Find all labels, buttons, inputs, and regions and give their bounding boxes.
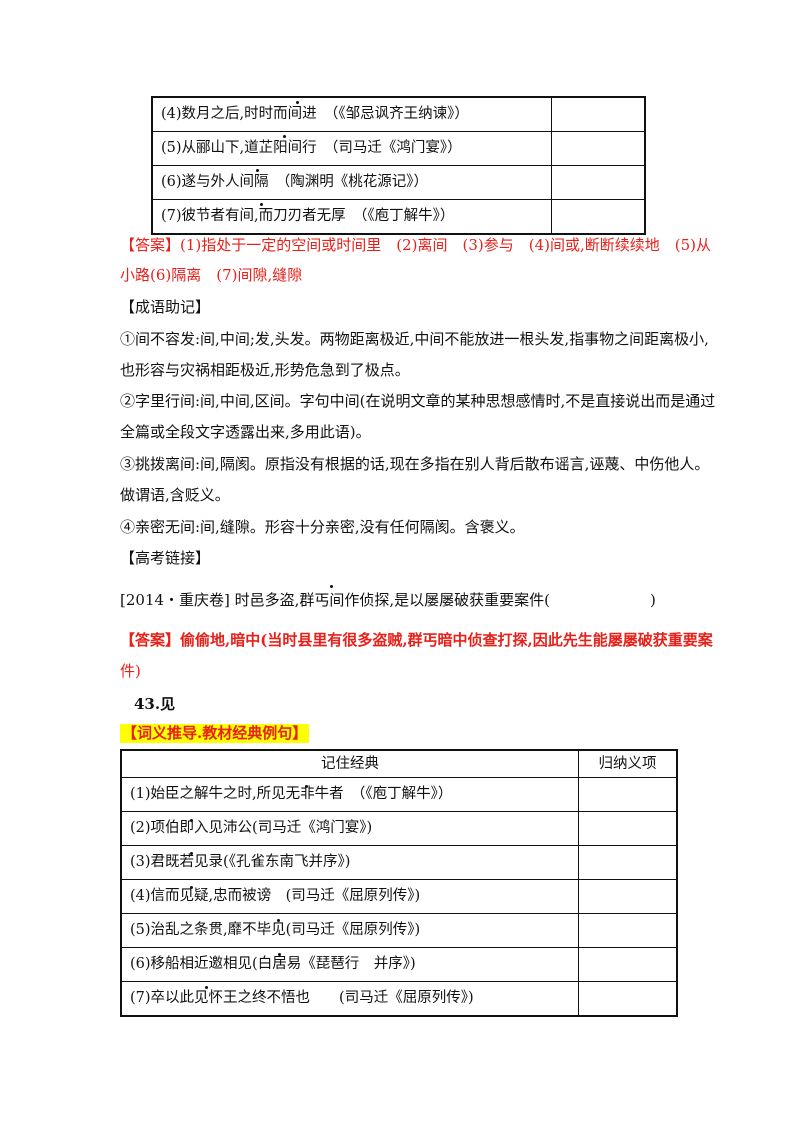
emphasis-dot (283, 135, 286, 138)
emphasis-dot (296, 101, 299, 104)
meaning-cell[interactable] (578, 879, 678, 914)
example-sentence: (5)治乱之条贯,靡不毕见(司马迁《屈原列传》) (120, 913, 579, 948)
gaokao-question-text: [2014・重庆卷] 时邑多盗,群丐间作侦探,是以屡屡破获重要案件( (120, 591, 551, 609)
section-heading: 43.见 (134, 695, 176, 713)
highlighted-subheading: 【词义推导.教材经典例句】 (120, 724, 310, 743)
example-sentence: (7)卒以此见怀王之终不悟也 (司马迁《屈原列传》) (120, 981, 579, 1017)
column-header: 记住经典 (120, 749, 579, 778)
table-row: (6)遂与外人间隔 （陶渊明《桃花源记》） (151, 165, 646, 200)
answer-line: 【答案】偷偷地,暗中(当时县里有很多盗贼,群丐暗中侦查打探,因此先生能屡屡破获重… (120, 631, 713, 649)
table-row: (4)信而见疑,忠而被谤 (司马迁《屈原列传》) (120, 879, 678, 914)
example-sentence: (7)彼节者有间,而刀刃者无厚 （《庖丁解牛》） (151, 199, 552, 235)
table-row: (5)治乱之条贯,靡不毕见(司马迁《屈原列传》) (120, 913, 678, 948)
meaning-cell[interactable] (578, 981, 678, 1017)
table-row: (4)数月之后,时时而间进 （《邹忌讽齐王纳谏》） (151, 96, 646, 132)
example-sentence: (6)遂与外人间隔 （陶渊明《桃花源记》） (151, 165, 552, 200)
idiom-line: 全篇或全段文字透露出来,多用此语)。 (120, 423, 371, 441)
table-row: (1)始臣之解牛之时,所见无非牛者 （《庖丁解牛》） (120, 777, 678, 812)
gaokao-question-close: ) (650, 591, 656, 609)
answer-line: 件) (120, 662, 141, 680)
idiom-line: ②字里行间:间,中间,区间。字句中间(在说明文章的某种思想感情时,不是直接说出而… (120, 392, 716, 410)
gaokao-question: [2014・重庆卷] 时邑多盗,群丐间作侦探,是以屡屡破获重要案件() (120, 593, 680, 608)
word-jian-example-table: 记住经典 归纳义项 (1)始臣之解牛之时,所见无非牛者 （《庖丁解牛》） (2)… (120, 749, 678, 1017)
idiom-line: 也形容与灾祸相距极近,形势危急到了极点。 (120, 361, 410, 379)
meaning-cell[interactable] (551, 165, 646, 200)
emphasis-dot (260, 203, 263, 206)
example-sentence: (3)君既若见录(《孔雀东南飞并序》) (120, 845, 579, 880)
gaokao-section-title: 【高考链接】 (120, 549, 211, 567)
meaning-cell[interactable] (578, 811, 678, 846)
answer-line: 小路(6)隔离 (7)间隙,缝隙 (120, 266, 303, 284)
meaning-cell[interactable] (551, 96, 646, 132)
emphasis-dot (190, 819, 193, 822)
table-header-row: 记住经典 归纳义项 (120, 749, 678, 778)
meaning-cell[interactable] (578, 913, 678, 948)
emphasis-dot (256, 169, 259, 172)
emphasis-dot (330, 585, 333, 588)
table-row: (2)项伯即入见沛公(司马迁《鸿门宴》) (120, 811, 678, 846)
example-sentence: (2)项伯即入见沛公(司马迁《鸿门宴》) (120, 811, 579, 846)
table-row: (5)从郦山下,道芷阳间行 （司马迁《鸿门宴》） (151, 131, 646, 166)
example-sentence: (6)移船相近邀相见(白居易《琵琶行 并序》) (120, 947, 579, 982)
idiom-line: ①间不容发:间,中间;发,头发。两物距离极近,中间不能放进一根头发,指事物之间距… (120, 330, 709, 348)
table-row: (7)卒以此见怀王之终不悟也 (司马迁《屈原列传》) (120, 981, 678, 1017)
idiom-line: 做谓语,含贬义。 (120, 486, 230, 504)
table-row: (6)移船相近邀相见(白居易《琵琶行 并序》) (120, 947, 678, 982)
example-sentence: (4)数月之后,时时而间进 （《邹忌讽齐王纳谏》） (151, 96, 552, 132)
table-row: (7)彼节者有间,而刀刃者无厚 （《庖丁解牛》） (151, 199, 646, 235)
example-sentence: (1)始臣之解牛之时,所见无非牛者 （《庖丁解牛》） (120, 777, 579, 812)
table-row: (3)君既若见录(《孔雀东南飞并序》) (120, 845, 678, 880)
emphasis-dot (190, 852, 193, 855)
emphasis-dot (305, 785, 308, 788)
meaning-cell[interactable] (551, 131, 646, 166)
column-header: 归纳义项 (578, 749, 678, 778)
emphasis-dot (277, 919, 280, 922)
emphasis-dot (278, 953, 281, 956)
idiom-line: ③挑拨离间:间,隔阂。原指没有根据的话,现在多指在别人背后散布谣言,诬蔑、中伤他… (120, 455, 710, 473)
answer-line: 【答案】(1)指处于一定的空间或时间里 (2)离间 (3)参与 (4)间或,断断… (120, 236, 712, 254)
example-sentence: (5)从郦山下,道芷阳间行 （司马迁《鸿门宴》） (151, 131, 552, 166)
idiom-line: ④亲密无间:间,缝隙。形容十分亲密,没有任何隔阂。含褒义。 (120, 518, 525, 536)
meaning-cell[interactable] (578, 845, 678, 880)
meaning-cell[interactable] (578, 947, 678, 982)
example-sentence: (4)信而见疑,忠而被谤 (司马迁《屈原列传》) (120, 879, 579, 914)
word-jian-example-table: (4)数月之后,时时而间进 （《邹忌讽齐王纳谏》） (5)从郦山下,道芷阳间行 … (151, 96, 646, 235)
meaning-cell[interactable] (578, 777, 678, 812)
meaning-cell[interactable] (551, 199, 646, 235)
idiom-section-title: 【成语助记】 (120, 298, 211, 316)
emphasis-dot (205, 986, 208, 989)
emphasis-dot (190, 886, 193, 889)
